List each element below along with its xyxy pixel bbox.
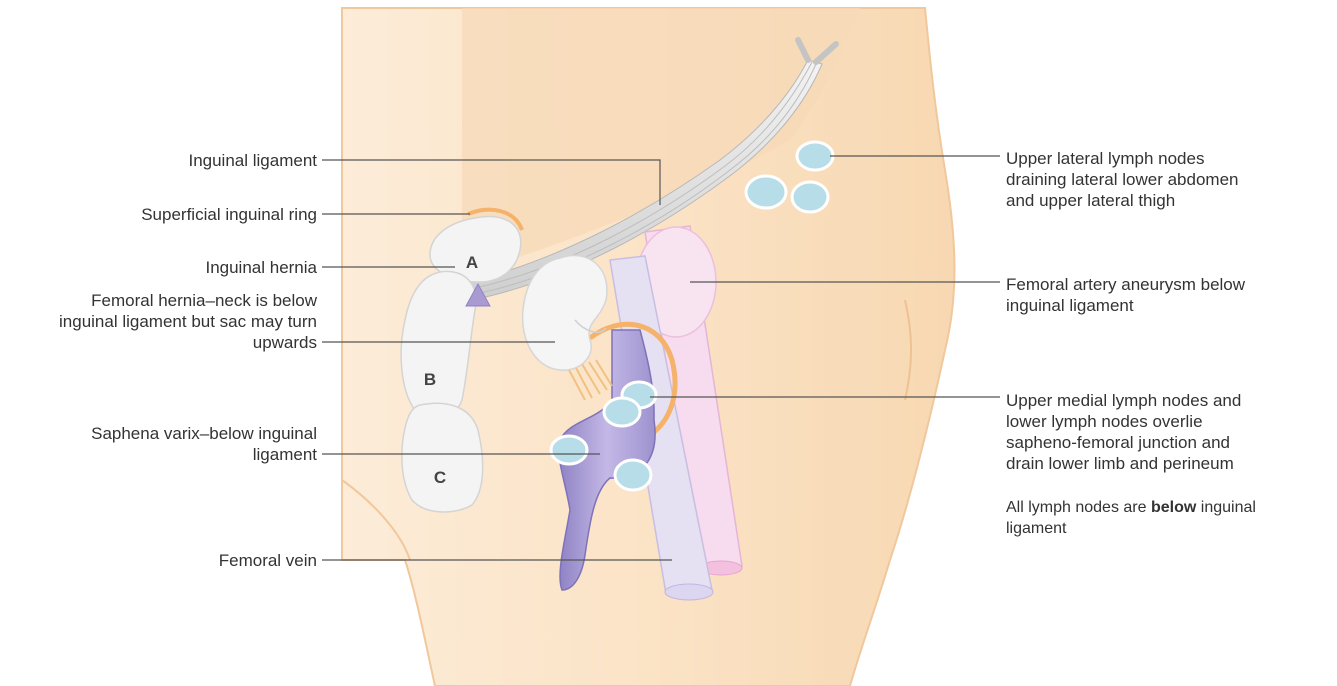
label-line: inguinal ligament but sac may turn bbox=[59, 311, 317, 332]
label-line: ligament bbox=[1006, 518, 1256, 539]
label-line: lower lymph nodes overlie bbox=[1006, 411, 1241, 432]
label-line: Femoral hernia–neck is below bbox=[59, 290, 317, 311]
label-line: Femoral artery aneurysm below bbox=[1006, 274, 1245, 295]
label-saphena-varix: Saphena varix–below inguinal ligament bbox=[91, 423, 317, 465]
label-all-nodes-note: All lymph nodes are below inguinal ligam… bbox=[1006, 497, 1256, 539]
label-femoral-hernia: Femoral hernia–neck is below inguinal li… bbox=[59, 290, 317, 353]
label-line: sapheno-femoral junction and bbox=[1006, 432, 1241, 453]
label-line: All lymph nodes are below inguinal bbox=[1006, 497, 1256, 518]
label-femoral-artery-aneurysm: Femoral artery aneurysm below inguinal l… bbox=[1006, 274, 1245, 316]
note-prefix: All lymph nodes are bbox=[1006, 499, 1151, 516]
label-text: Femoral vein bbox=[219, 551, 317, 570]
label-text: Inguinal ligament bbox=[188, 151, 317, 170]
label-line: draining lateral lower abdomen bbox=[1006, 169, 1238, 190]
label-upper-medial-nodes: Upper medial lymph nodes and lower lymph… bbox=[1006, 390, 1241, 474]
hernia-marker-a: A bbox=[466, 253, 478, 272]
label-inguinal-hernia: Inguinal hernia bbox=[205, 257, 317, 278]
lymph-node bbox=[797, 142, 833, 170]
label-line: Upper lateral lymph nodes bbox=[1006, 148, 1238, 169]
vein-tube-end bbox=[665, 584, 713, 600]
label-upper-lateral-nodes: Upper lateral lymph nodes draining later… bbox=[1006, 148, 1238, 211]
lymph-node bbox=[792, 182, 828, 212]
hernia-marker-b: B bbox=[424, 370, 436, 389]
label-text: Superficial inguinal ring bbox=[141, 205, 317, 224]
label-line: drain lower limb and perineum bbox=[1006, 453, 1241, 474]
hernia-marker-c: C bbox=[434, 468, 446, 487]
note-bold: below bbox=[1151, 499, 1196, 516]
label-line: upwards bbox=[59, 332, 317, 353]
lymph-node bbox=[746, 176, 786, 208]
label-femoral-vein: Femoral vein bbox=[219, 550, 317, 571]
label-line: Upper medial lymph nodes and bbox=[1006, 390, 1241, 411]
lymph-node bbox=[604, 398, 640, 426]
label-line: inguinal ligament bbox=[1006, 295, 1245, 316]
label-line: and upper lateral thigh bbox=[1006, 190, 1238, 211]
lymph-node bbox=[615, 460, 651, 490]
note-suffix: inguinal bbox=[1196, 499, 1256, 516]
label-line: ligament bbox=[91, 444, 317, 465]
label-superficial-inguinal-ring: Superficial inguinal ring bbox=[141, 204, 317, 225]
label-inguinal-ligament: Inguinal ligament bbox=[188, 150, 317, 171]
hernia-sac-c bbox=[402, 403, 483, 512]
label-text: Inguinal hernia bbox=[205, 258, 317, 277]
label-line: Saphena varix–below inguinal bbox=[91, 423, 317, 444]
lymph-node bbox=[551, 436, 587, 464]
